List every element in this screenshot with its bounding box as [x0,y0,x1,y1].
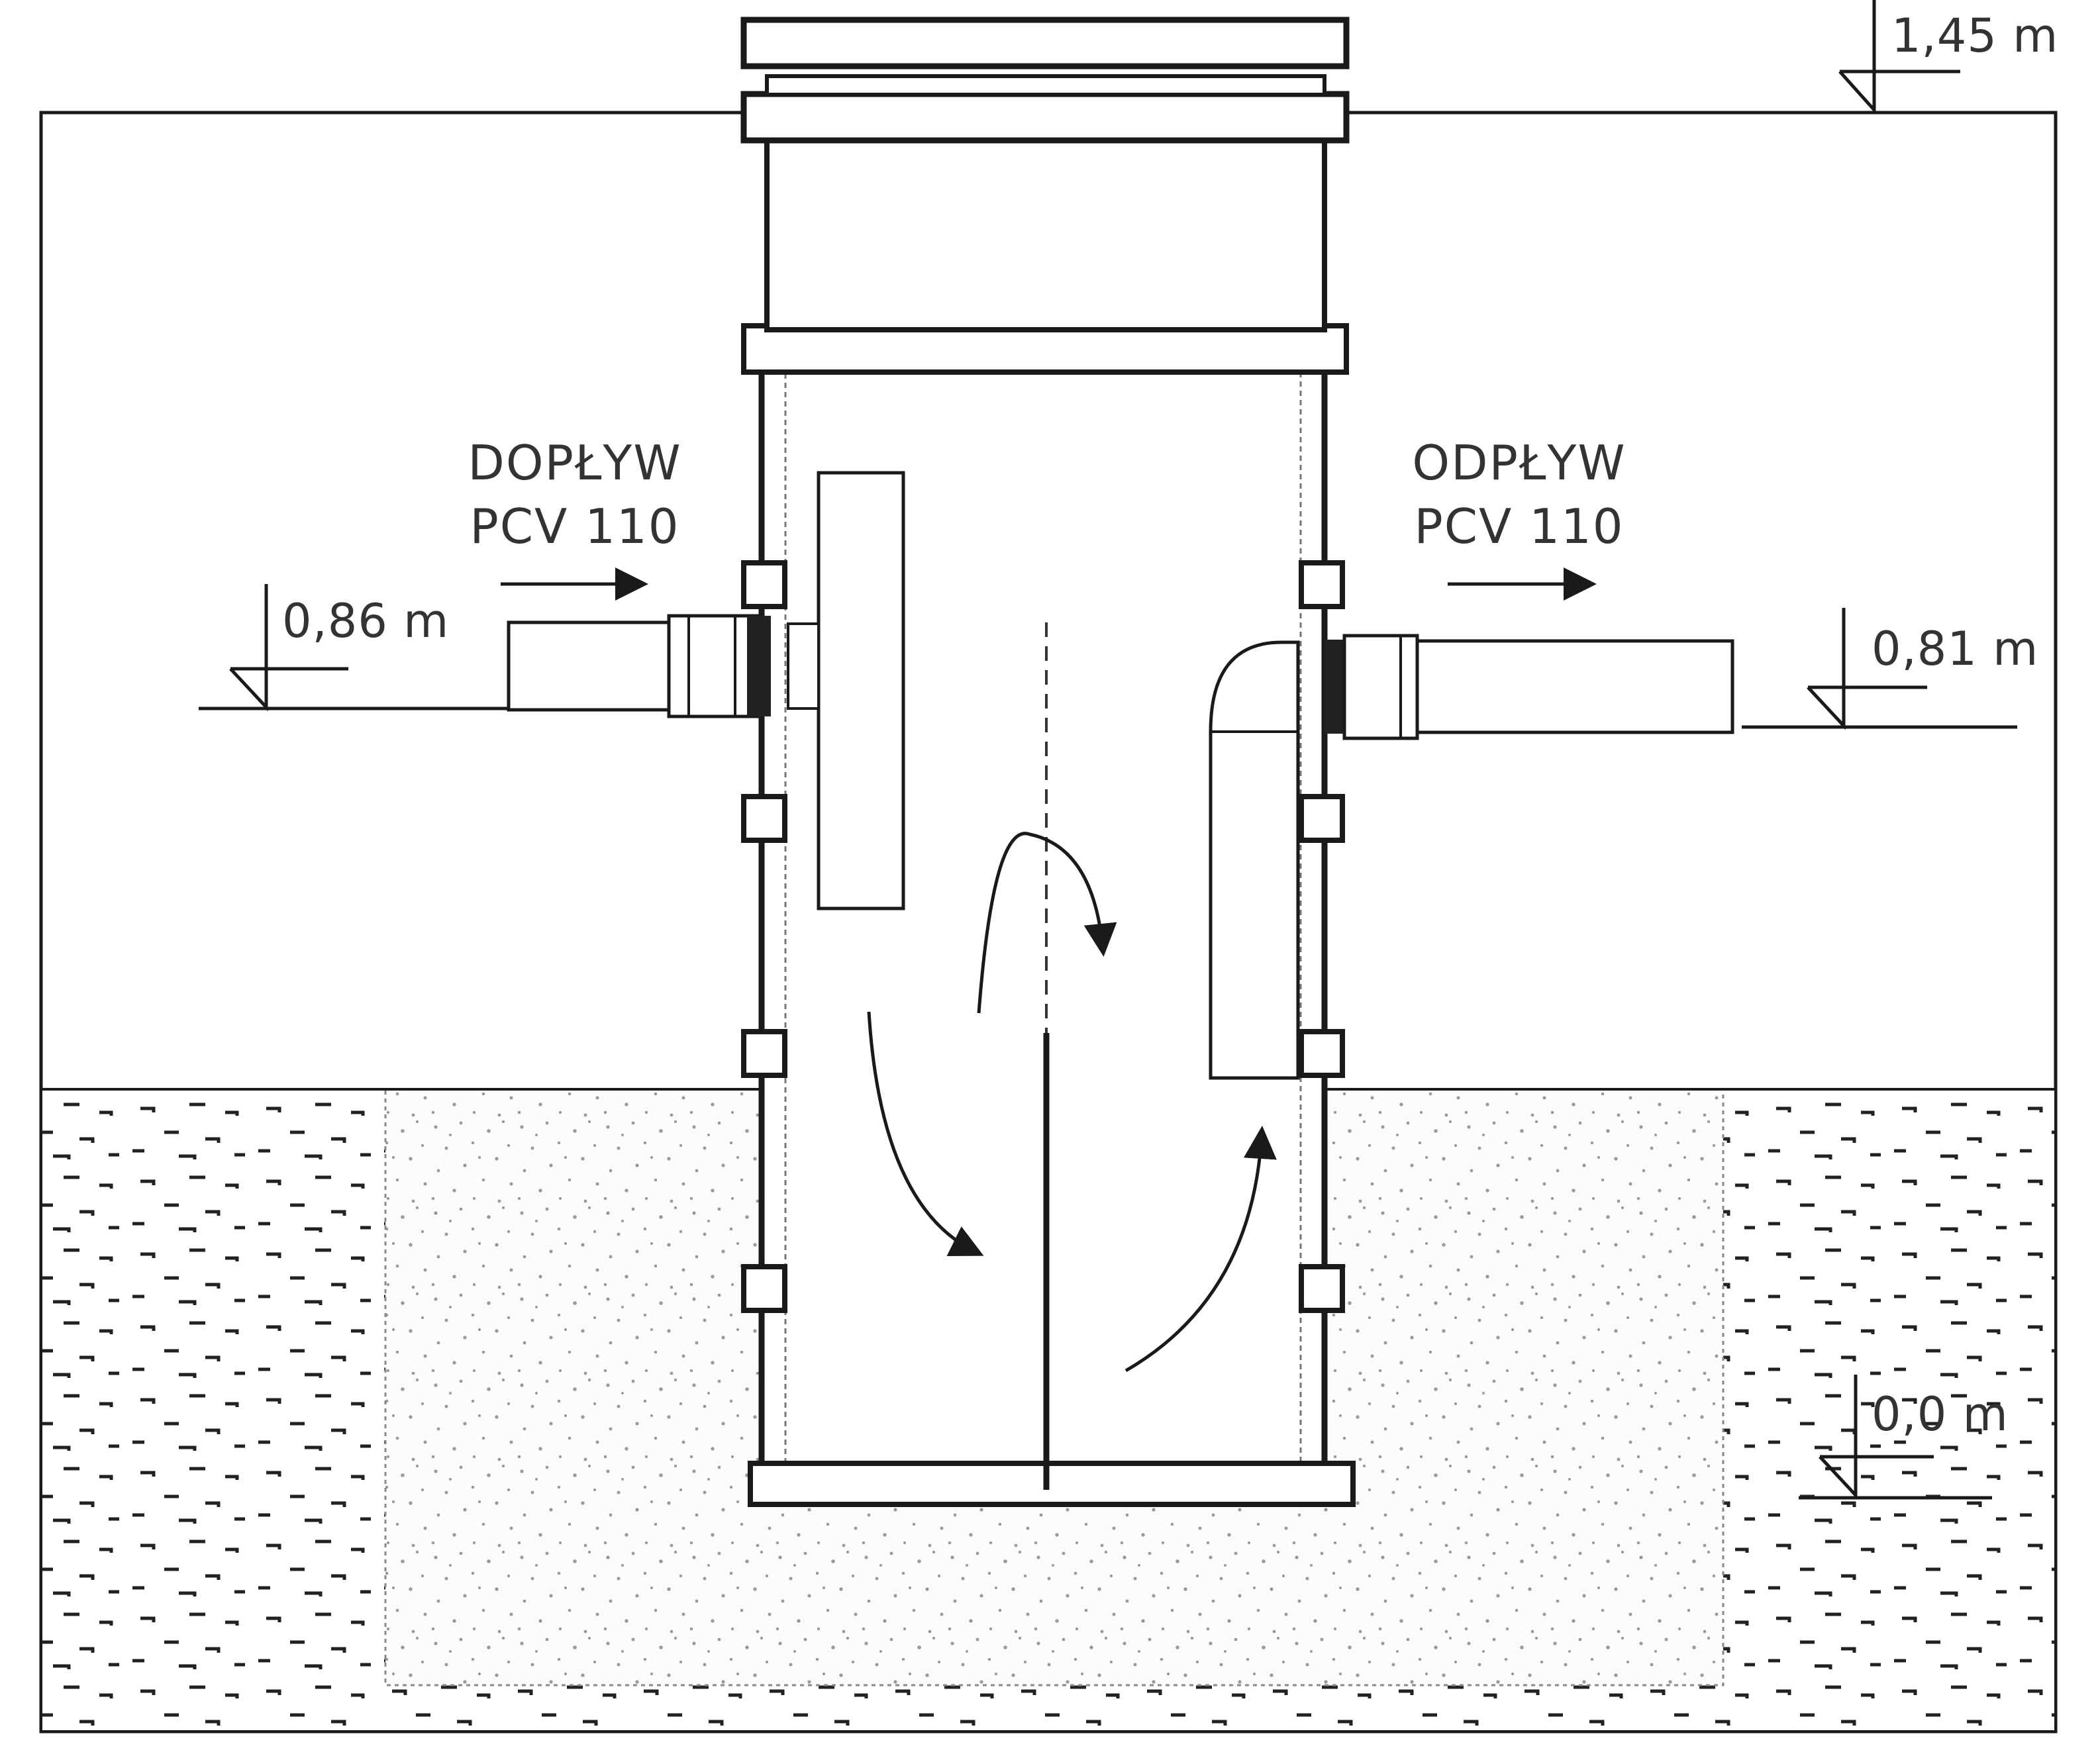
flow-arrow [1125,1126,1277,1373]
tank-base [748,1461,1356,1507]
outflow-socket [1342,634,1419,740]
tank-rib [1299,1264,1345,1313]
outflow-gasket [1325,640,1344,734]
tank-rib [741,560,787,609]
tank-rib [1299,1029,1345,1078]
tank-rib [741,794,787,843]
inflow-pipe [507,620,675,712]
flow-arrow [977,832,1117,1014]
riser [764,135,1327,332]
inlet-baffle [817,471,905,910]
level-marker-bottom: 0,0 m [1799,1375,2009,1500]
level-top-value: 1,45 m [1891,9,2058,63]
level-marker-top: 1,45 m [1838,0,2058,115]
level-bottom-value: 0,0 m [1872,1387,2009,1442]
manhole-cover [740,17,1350,70]
tank-rib [1299,560,1345,609]
outlet-elbow [1209,640,1300,1080]
level-marker-inflow: 0,86 m [199,584,509,712]
inflow-gasket [747,616,771,716]
riser-ring [740,91,1350,144]
level-marker-outflow: 0,81 m [1742,608,2038,730]
inflow-stub [787,622,820,710]
outflow-pipe [1415,639,1734,734]
tank-rib-top [741,323,1349,375]
level-outflow-value: 0,81 m [1872,622,2038,676]
inflow-pipe-label: PCV 110 [470,499,679,554]
tank-rib [741,1264,787,1313]
riser-seal [765,74,1326,97]
outflow-title: ODPŁYW [1412,435,1626,491]
inflow-title: DOPŁYW [468,435,681,491]
tank-rib [1299,794,1345,843]
level-inflow-value: 0,86 m [282,594,449,648]
tank-rib [741,1029,787,1078]
outflow-pipe-label: PCV 110 [1414,499,1624,554]
flow-arrow [867,1011,984,1256]
